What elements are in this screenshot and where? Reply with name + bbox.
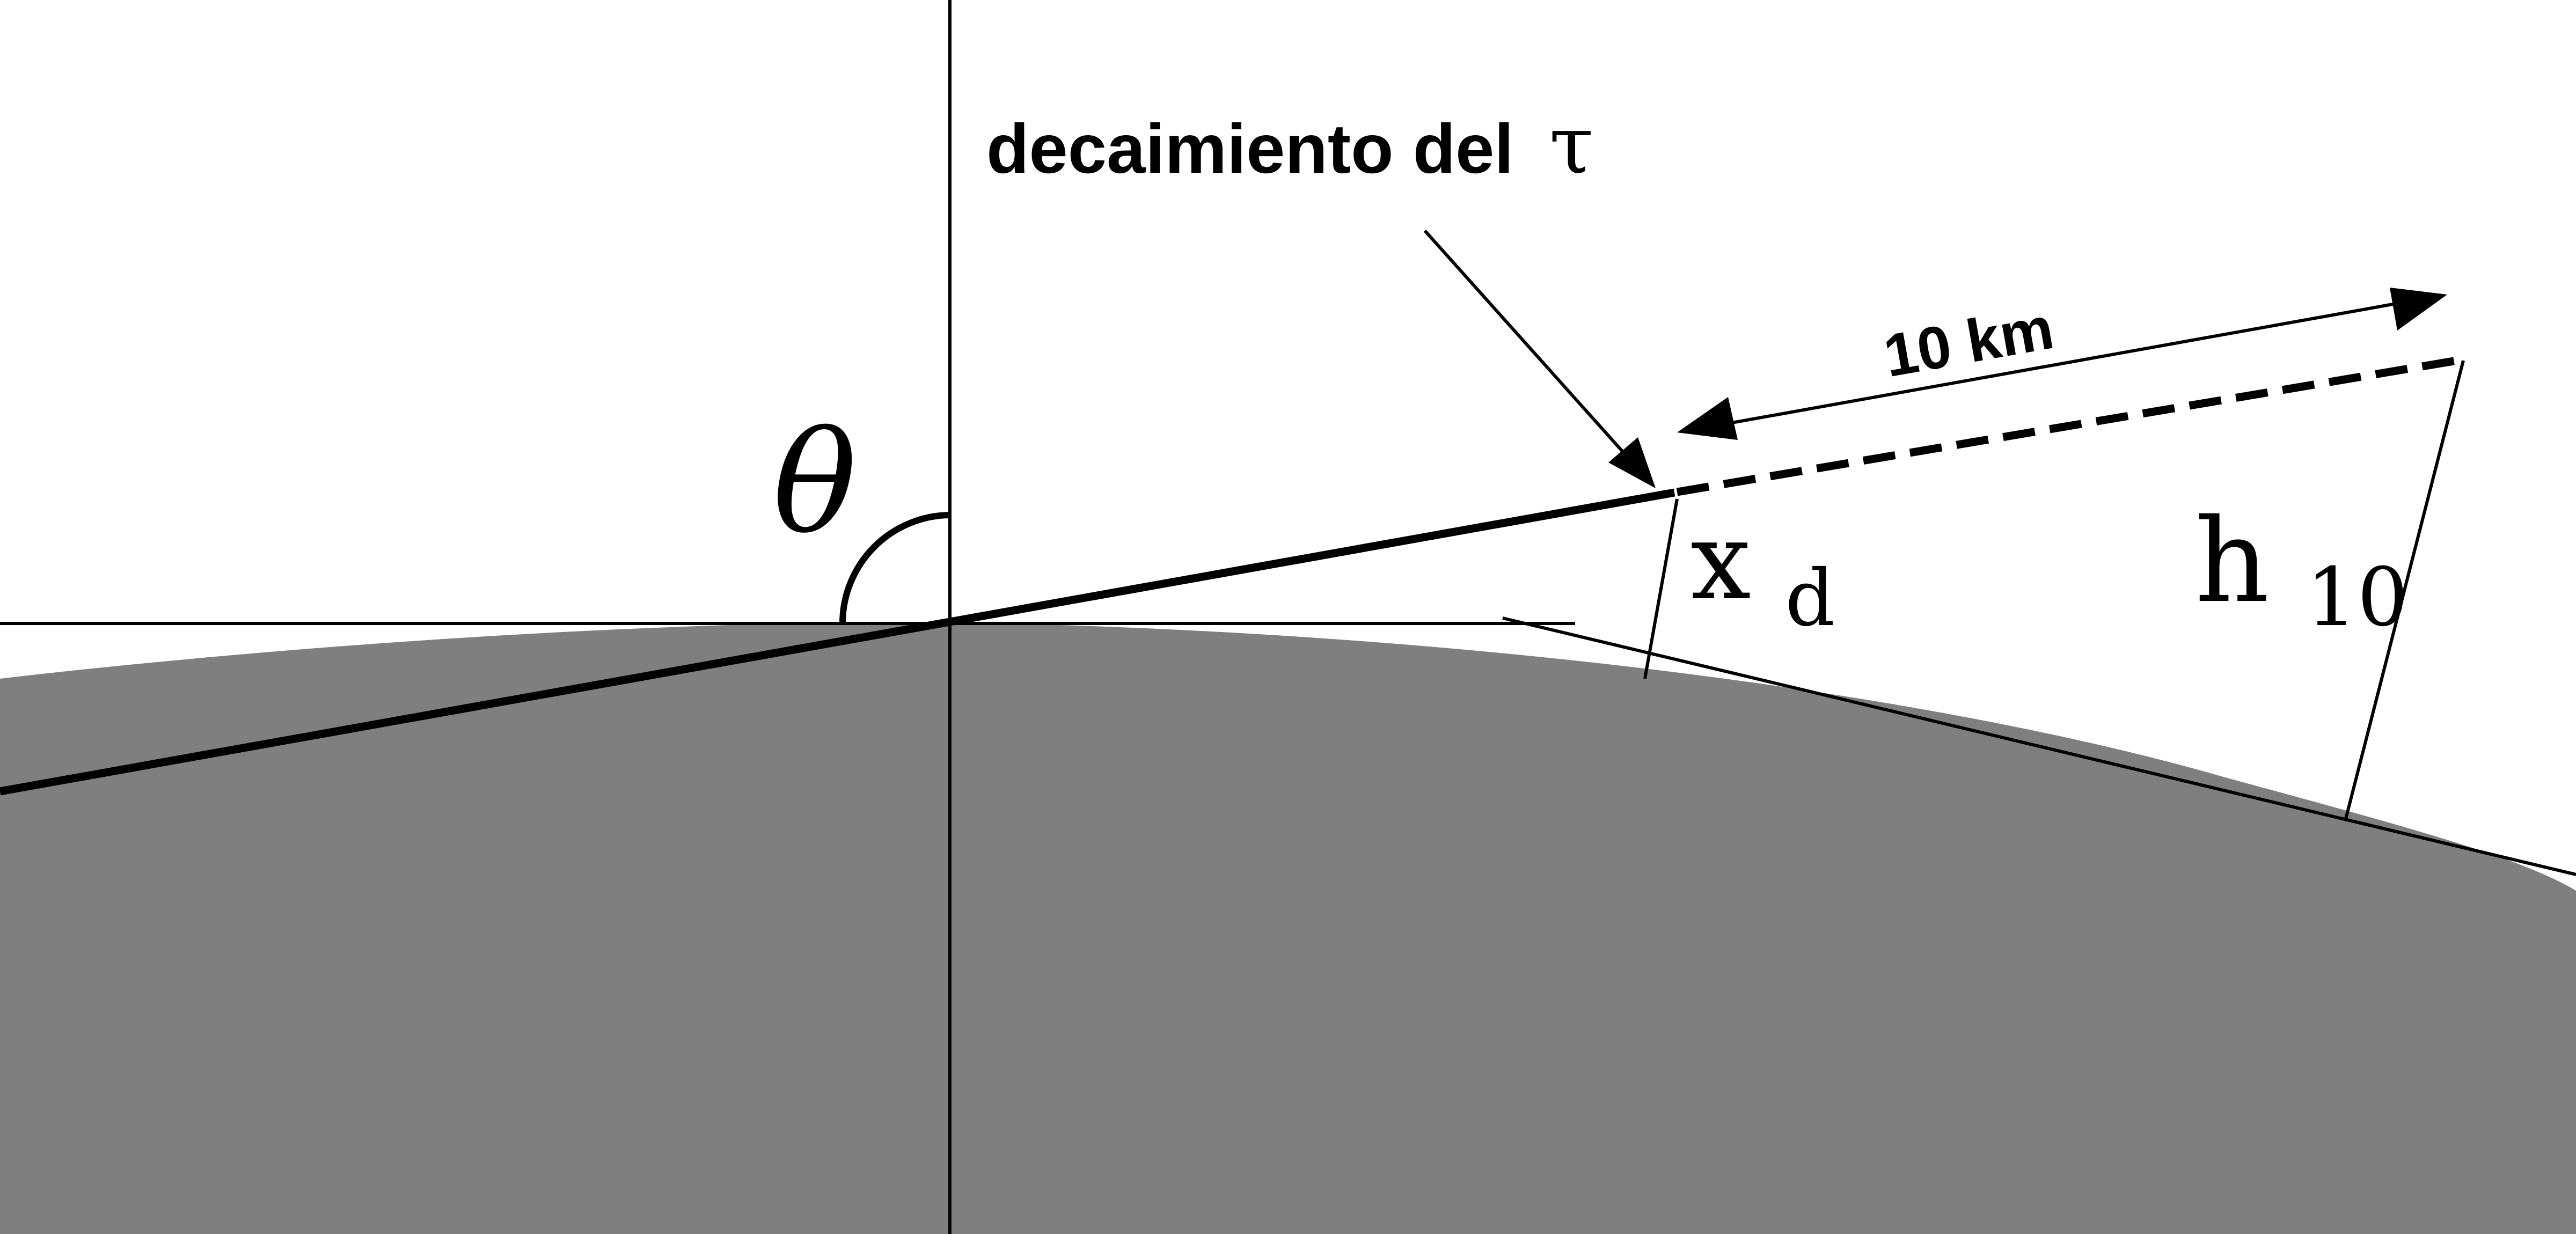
angle-theta-label: θ [773, 402, 857, 564]
decay-label: decaimiento del τ [986, 99, 1594, 192]
xd-label: x d [1690, 499, 1835, 644]
h10-label-main: h [2195, 494, 2269, 628]
h10-label: h 10 [2195, 494, 2409, 644]
downrange-tangent-line [1502, 616, 2576, 876]
tau-trajectory-solid [0, 488, 1675, 796]
h10-label-subscript: 10 [2306, 551, 2409, 644]
zenith-angle-arc [839, 512, 950, 624]
distance-arrow-line [1695, 302, 2399, 431]
xd-perpendicular-line [1643, 498, 1679, 679]
xd-label-main: x [1690, 499, 1751, 624]
tau-symbol: τ [1549, 99, 1594, 192]
distance-arrowhead-left [1677, 397, 1738, 440]
decay-pointer-line [1423, 229, 1633, 463]
decay-label-text: decaimiento del [986, 109, 1514, 188]
distance-label: 10 km [1879, 294, 2058, 390]
earth-ground [0, 622, 2576, 1234]
distance-arrowhead-right [2390, 288, 2447, 330]
h10-perpendicular-line [2344, 360, 2465, 821]
shower-trajectory-dashed [1676, 355, 2464, 496]
xd-label-subscript: d [1785, 553, 1835, 644]
decay-pointer-arrowhead [1608, 437, 1656, 488]
